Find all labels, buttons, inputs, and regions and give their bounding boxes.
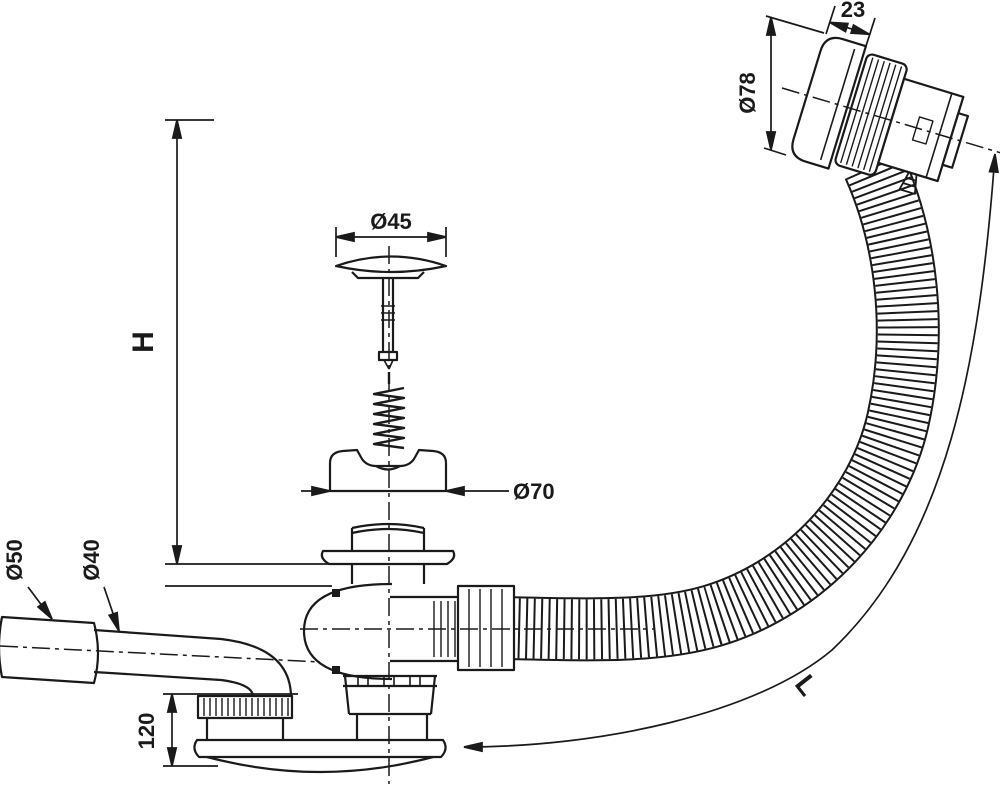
dimension-pipe-outer-50 (27, 586, 57, 623)
dim-label-50: Ø50 (2, 539, 27, 581)
hose-nut-ribs (468, 589, 503, 667)
plug-cap (334, 255, 448, 274)
elbow-collar (196, 694, 294, 720)
ext-lines (165, 119, 336, 587)
base-cylinder (355, 714, 429, 740)
bowl-clip-top (332, 589, 340, 597)
base-flange-dish (206, 755, 434, 774)
ext-lines (335, 227, 447, 257)
dim-label-H: H (127, 331, 160, 353)
dimension-hose-length-L (463, 152, 1000, 753)
dim-label-23: 23 (841, 0, 865, 22)
plug-stem (381, 278, 395, 352)
outlet-pipe (390, 595, 460, 663)
dimension-pipe-inner-40 (103, 586, 124, 634)
hose-nut (456, 584, 516, 672)
overflow-pipe (0, 615, 294, 740)
castellated-ring-slots (357, 676, 421, 686)
drain-flange (320, 549, 456, 566)
dimension-cap-diameter-78 (763, 15, 825, 156)
pipe-inner (93, 628, 222, 682)
overflow-screw (898, 171, 918, 195)
dim-curve (463, 153, 996, 748)
elbow-collar-ribs (203, 698, 289, 716)
centerlines (0, 87, 1000, 784)
elbow (220, 637, 293, 697)
base-flange (193, 738, 447, 759)
corrugated-hose (505, 153, 940, 662)
centerline-head-axis (781, 87, 1000, 154)
drain-bowl (302, 582, 393, 681)
dim-label-45: Ø45 (370, 209, 412, 234)
flange-neck-top (350, 522, 426, 551)
pipe-outer (0, 615, 100, 685)
plug-stem-end (377, 350, 399, 362)
dimension-seat-diameter-70 (301, 485, 509, 497)
plug-stem-threads (381, 305, 395, 321)
dim-label-70: Ø70 (513, 479, 555, 504)
dim-label-40: Ø40 (79, 539, 104, 581)
flange-neck-bottom (350, 564, 426, 584)
plug-cap-step (351, 271, 425, 280)
dimension-height-H (165, 119, 336, 587)
overflow-body-groove (925, 93, 953, 178)
dim-label-78: Ø78 (735, 72, 760, 114)
ext-lines (825, 5, 876, 47)
bowl-clip-bottom (332, 666, 340, 674)
valve-seat-inner (375, 465, 401, 471)
dim-label-L: L (789, 669, 824, 702)
dim-label-120: 120 (134, 713, 159, 750)
elbow-collar-neck (205, 718, 285, 740)
hose-body (505, 153, 938, 660)
castellated-ring (343, 674, 437, 716)
dimension-labels: 23 Ø78 Ø45 H Ø70 Ø50 Ø40 120 L (2, 0, 865, 749)
drain-assembly (193, 255, 516, 774)
dimension-cap-depth-23 (825, 5, 876, 47)
centerline-pipe-axis (0, 645, 321, 663)
dimension-plug-diameter-45 (335, 227, 447, 257)
drain-bowl-fill (304, 584, 392, 679)
overflow-stub (941, 112, 970, 169)
ext-lines (763, 15, 825, 156)
dimension-outlet-height-120 (163, 693, 298, 767)
